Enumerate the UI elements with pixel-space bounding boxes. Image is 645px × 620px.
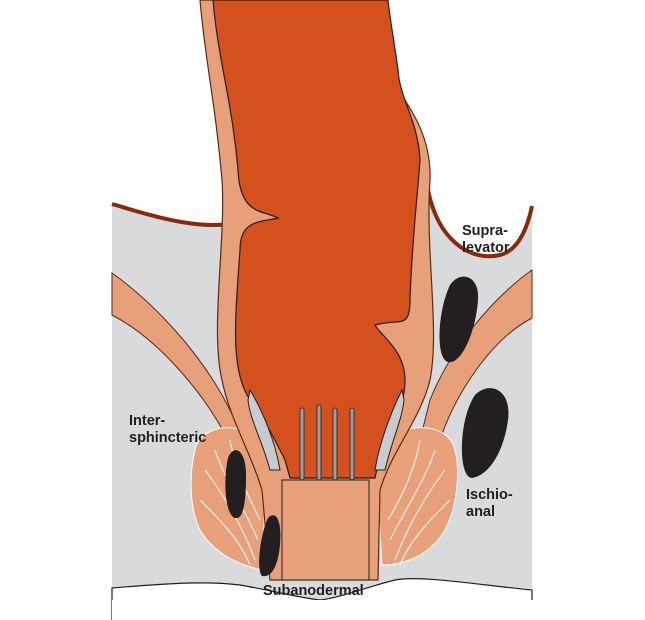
- label-line: levator: [462, 240, 510, 256]
- label-line: Supra-: [462, 223, 508, 239]
- external-sphincter-right: [377, 427, 459, 566]
- ischioanal-abscess: [461, 388, 509, 478]
- label-subanodermal: Subanodermal: [263, 583, 364, 599]
- peritoneal-line-right: [426, 189, 534, 259]
- label-line: Inter-: [129, 413, 166, 429]
- label-line: anal: [466, 504, 496, 520]
- supralevator-abscess: [439, 276, 479, 363]
- label-intersphincteric: Inter- sphincteric: [129, 413, 206, 447]
- anal-canal: [281, 479, 370, 581]
- label-ischioanal: Ischio- anal: [466, 487, 513, 521]
- anal-columns: [299, 404, 355, 481]
- label-line: Ischio-: [466, 487, 513, 503]
- internal-sphincter-left: [247, 388, 281, 471]
- internal-sphincter-right: [374, 388, 405, 471]
- label-line: sphincteric: [129, 430, 207, 446]
- intersphincteric-abscess: [225, 450, 246, 519]
- subanodermal-abscess: [259, 515, 281, 577]
- label-supralevator: Supra- levator: [462, 223, 510, 257]
